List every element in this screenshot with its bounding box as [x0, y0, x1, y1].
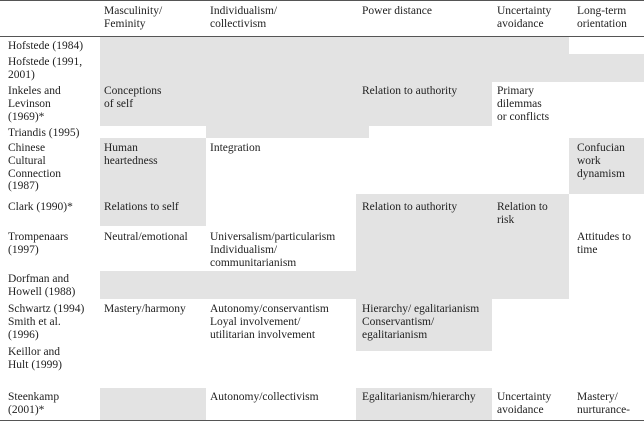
cell-steenkamp-lto: Mastery/ nurturance- — [577, 391, 630, 416]
shade-triandis-ic — [206, 126, 369, 138]
row-source-clark: Clark (1990)* — [8, 201, 73, 213]
shade-inkeles-ic — [206, 82, 356, 126]
cell-schwartz-pd: Hierarchy/ egalitarianism Conservantism/… — [362, 303, 480, 341]
header-individualism: Individualism/ collectivism — [210, 5, 278, 30]
row-source-chinese: Chinese Cultural Connection (1987) — [8, 142, 62, 193]
shade-trompenaars-pd — [356, 226, 569, 271]
shade-dorfman-row — [100, 271, 569, 299]
cell-chinese-lto: Confucian work dynamism — [577, 142, 625, 180]
row-source-schwartz: Schwartz (1994) Smith et al. (1996) — [8, 303, 85, 341]
row-source-hofstede-1984: Hofstede (1984) — [8, 40, 84, 52]
shade-steenkamp-pd — [356, 388, 492, 420]
cell-clark-ua: Relation to risk — [497, 201, 548, 226]
row-source-steenkamp: Steenkamp (2001)* — [8, 391, 60, 416]
shade-chinese-lto — [569, 138, 644, 194]
shade-row-hofstede-1991 — [100, 54, 644, 82]
cell-steenkamp-ua: Uncertainty avoidance — [497, 391, 552, 416]
cell-chinese-ic: Integration — [210, 142, 261, 154]
shade-chinese-mf — [100, 138, 206, 194]
row-source-hofstede-1991: Hofstede (1991, 2001) — [8, 56, 83, 81]
cell-chinese-mf: Human heartedness — [104, 142, 158, 167]
cell-schwartz-ic: Autonomy/conservantism Loyal involvement… — [210, 303, 329, 341]
header-uncertainty: Uncertainty avoidance — [497, 5, 552, 30]
shade-row-hofstede-1984 — [100, 37, 569, 54]
shade-inkeles-pd — [356, 82, 492, 126]
row-source-trompenaars: Trompenaars (1997) — [8, 231, 69, 256]
header-rule — [0, 36, 644, 37]
row-source-keillor: Keillor and Hult (1999) — [8, 346, 62, 371]
shade-steenkamp-mf — [100, 388, 206, 420]
cell-steenkamp-pd: Egalitarianism/hierarchy — [362, 391, 476, 403]
row-source-inkeles: Inkeles and Levinson (1969)* — [8, 85, 61, 123]
shade-inkeles-mf — [100, 82, 206, 126]
cell-inkeles-ua: Primary dilemmas or conflicts — [497, 85, 550, 123]
header-long-term: Long-term orientation — [577, 5, 627, 30]
row-source-triandis: Triandis (1995) — [8, 127, 80, 139]
cell-trompenaars-lto: Attitudes to time — [577, 231, 631, 256]
header-masculinity: Masculinity/ Feminity — [104, 5, 163, 30]
cell-clark-pd: Relation to authority — [362, 201, 458, 213]
row-source-dorfman: Dorfman and Howell (1988) — [8, 273, 76, 298]
cell-inkeles-pd: Relation to authority — [362, 85, 458, 97]
shade-clark-ua — [492, 194, 569, 226]
cell-steenkamp-ic: Autonomy/collectivism — [210, 391, 319, 403]
shade-clark-mf — [100, 194, 206, 226]
cell-schwartz-mf: Mastery/harmony — [104, 303, 186, 315]
shade-schwartz-pd — [356, 299, 492, 351]
header-power-distance: Power distance — [362, 5, 432, 17]
table-top-rule — [0, 0, 644, 1]
cell-trompenaars-mf: Neutral/emotional — [104, 231, 188, 243]
cell-inkeles-mf: Conceptions of self — [104, 85, 162, 110]
shade-clark-pd — [356, 194, 492, 226]
cell-trompenaars-ic: Universalism/particularism Individualism… — [210, 231, 336, 269]
cell-clark-mf: Relations to self — [104, 201, 179, 213]
